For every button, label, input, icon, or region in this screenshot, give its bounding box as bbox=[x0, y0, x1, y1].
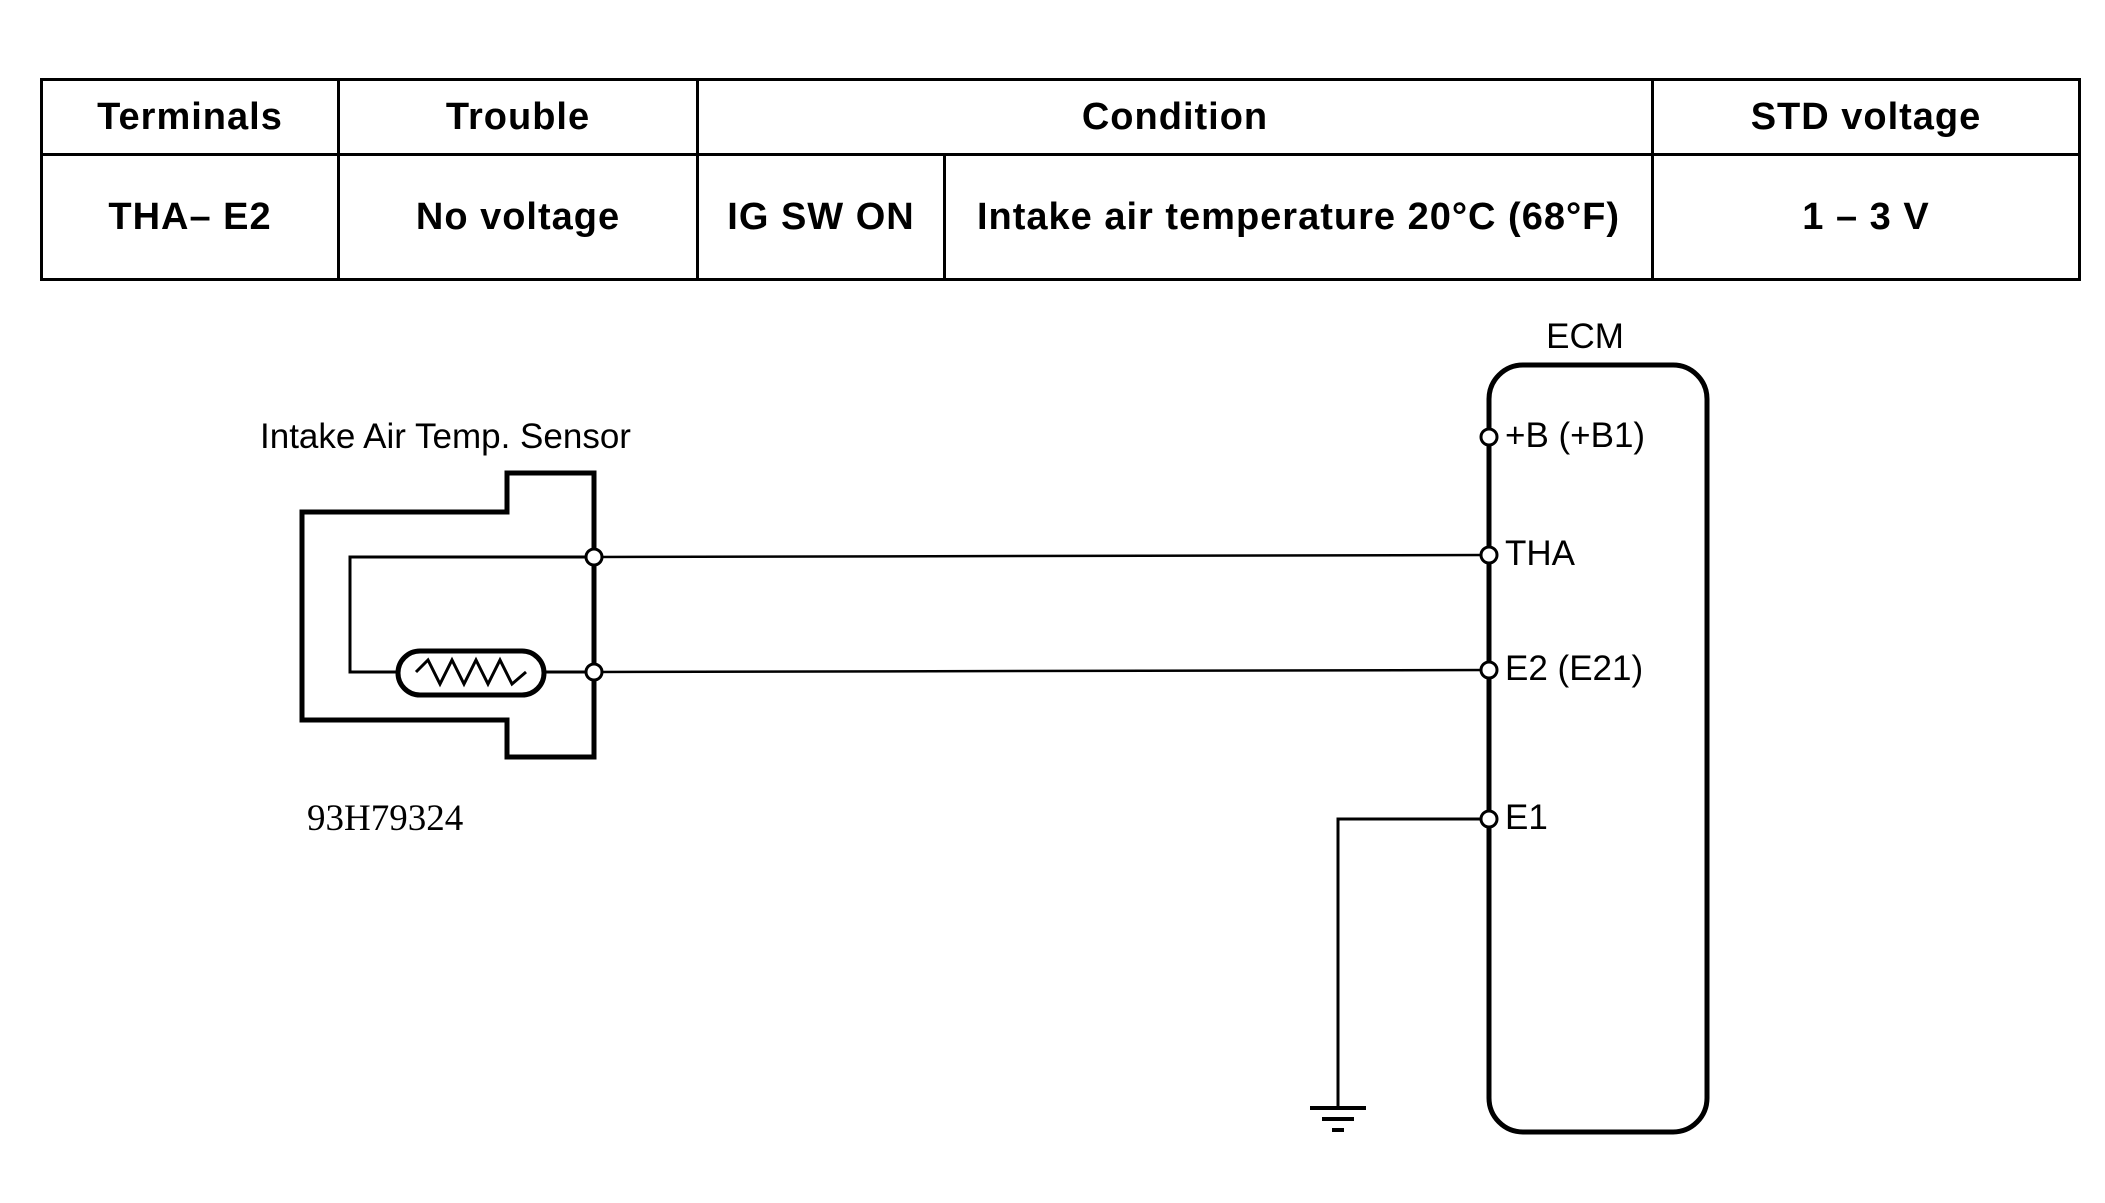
figure-code: 93H79324 bbox=[307, 798, 463, 839]
cell-condition-switch: IG SW ON bbox=[696, 153, 946, 281]
ecm-terminal-tha bbox=[1479, 545, 1499, 565]
ecm-label: ECM bbox=[1546, 317, 1624, 356]
terminal-label-b: +B (+B1) bbox=[1505, 416, 1645, 455]
header-trouble: Trouble bbox=[337, 78, 699, 156]
cell-std-voltage: 1 – 3 V bbox=[1651, 153, 2081, 281]
ecm-terminal-e2 bbox=[1479, 660, 1499, 680]
resistor-zigzag-icon bbox=[414, 656, 527, 688]
terminal-label-e2: E2 (E21) bbox=[1505, 649, 1643, 688]
ground-icon bbox=[1310, 1106, 1366, 1132]
header-condition: Condition bbox=[696, 78, 1654, 156]
wire-e2 bbox=[593, 668, 1490, 674]
sensor-terminal-tha bbox=[584, 547, 604, 567]
cell-terminals: THA– E2 bbox=[40, 153, 340, 281]
wire-tha bbox=[593, 553, 1490, 559]
ecm-terminal-e1 bbox=[1479, 809, 1499, 829]
thermistor-icon bbox=[395, 648, 547, 698]
cell-trouble: No voltage bbox=[337, 153, 699, 281]
ecm-box bbox=[1486, 362, 1710, 1135]
sensor-housing bbox=[299, 470, 597, 760]
header-terminals: Terminals bbox=[40, 78, 340, 156]
sensor-inner-wire bbox=[348, 555, 594, 674]
sensor-label: Intake Air Temp. Sensor bbox=[260, 417, 631, 456]
ecm-terminal-b bbox=[1479, 427, 1499, 447]
sensor-terminal-e2 bbox=[584, 662, 604, 682]
terminal-voltage-table: Terminals Trouble Condition STD voltage … bbox=[40, 78, 2081, 281]
table-header-row: Terminals Trouble Condition STD voltage bbox=[40, 78, 2081, 156]
wire-e1-ground bbox=[1336, 817, 1489, 1108]
terminal-label-e1: E1 bbox=[1505, 798, 1548, 837]
terminal-label-tha: THA bbox=[1505, 534, 1576, 573]
cell-condition-detail: Intake air temperature 20°C (68°F) bbox=[943, 153, 1654, 281]
table-row: THA– E2 No voltage IG SW ON Intake air t… bbox=[40, 153, 2081, 281]
header-std-voltage: STD voltage bbox=[1651, 78, 2081, 156]
